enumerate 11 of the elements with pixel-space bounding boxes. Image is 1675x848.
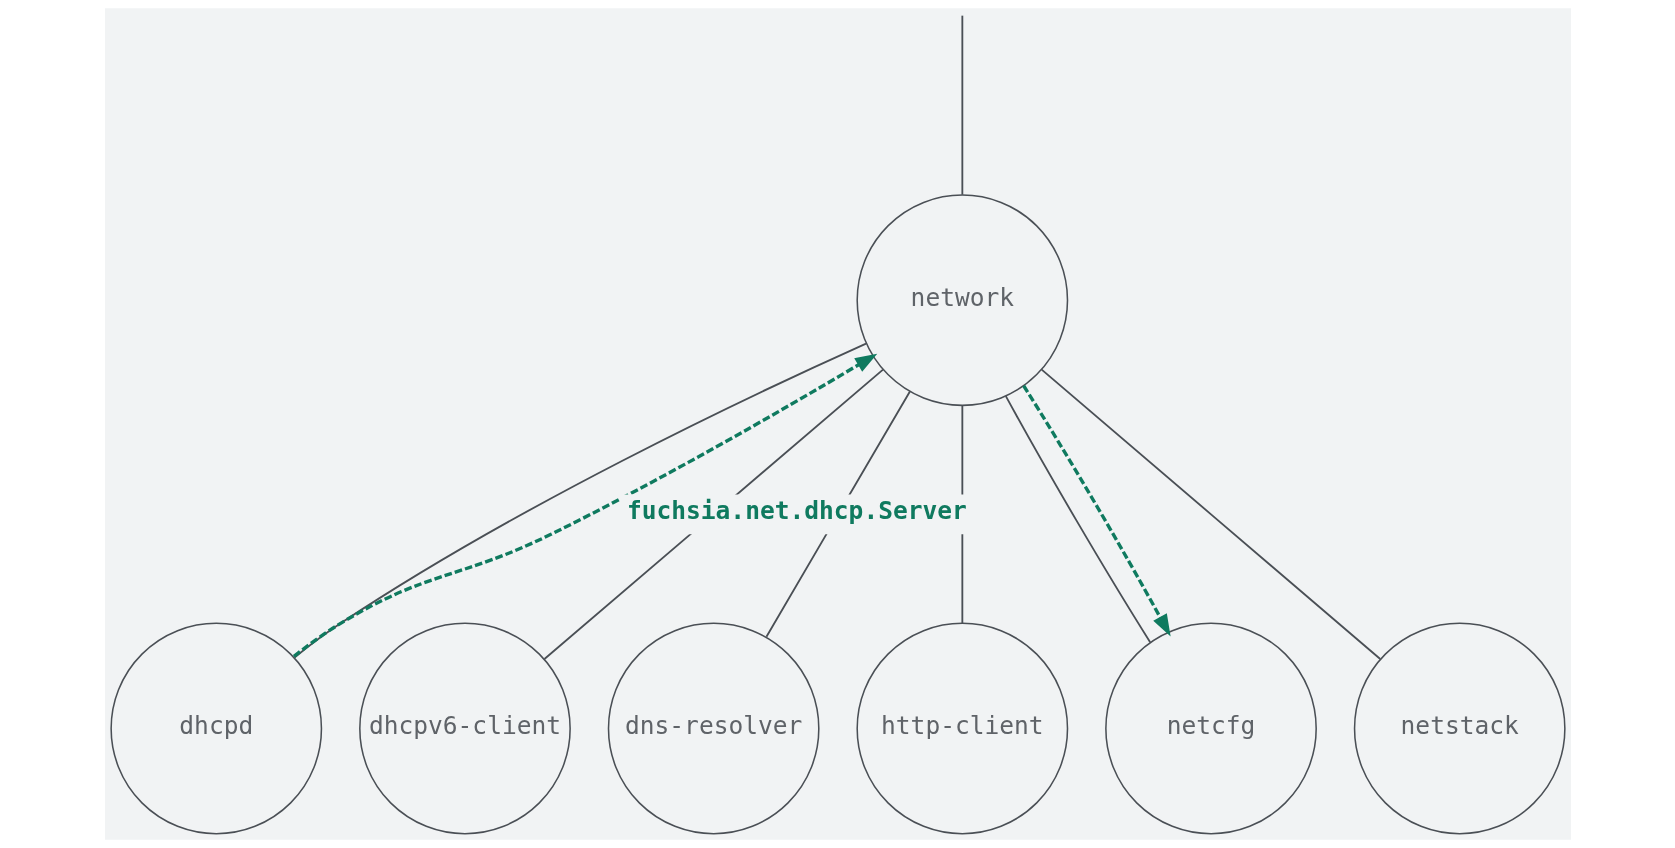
connector	[960, 14, 963, 196]
arrow	[1021, 384, 1171, 637]
connector	[1004, 395, 1151, 644]
edge-label: fuchsia.net.dhcp.Server	[626, 495, 967, 525]
node-circle: dhcpv6-client	[358, 622, 571, 835]
node-circle: dhcpd	[109, 622, 322, 835]
node-circle: netstack	[1353, 622, 1566, 835]
connector	[1040, 368, 1381, 660]
node-circle: dns-resolver	[607, 622, 820, 835]
node-circle: http-client	[855, 622, 1068, 835]
node-circle: netcfg	[1104, 622, 1317, 835]
